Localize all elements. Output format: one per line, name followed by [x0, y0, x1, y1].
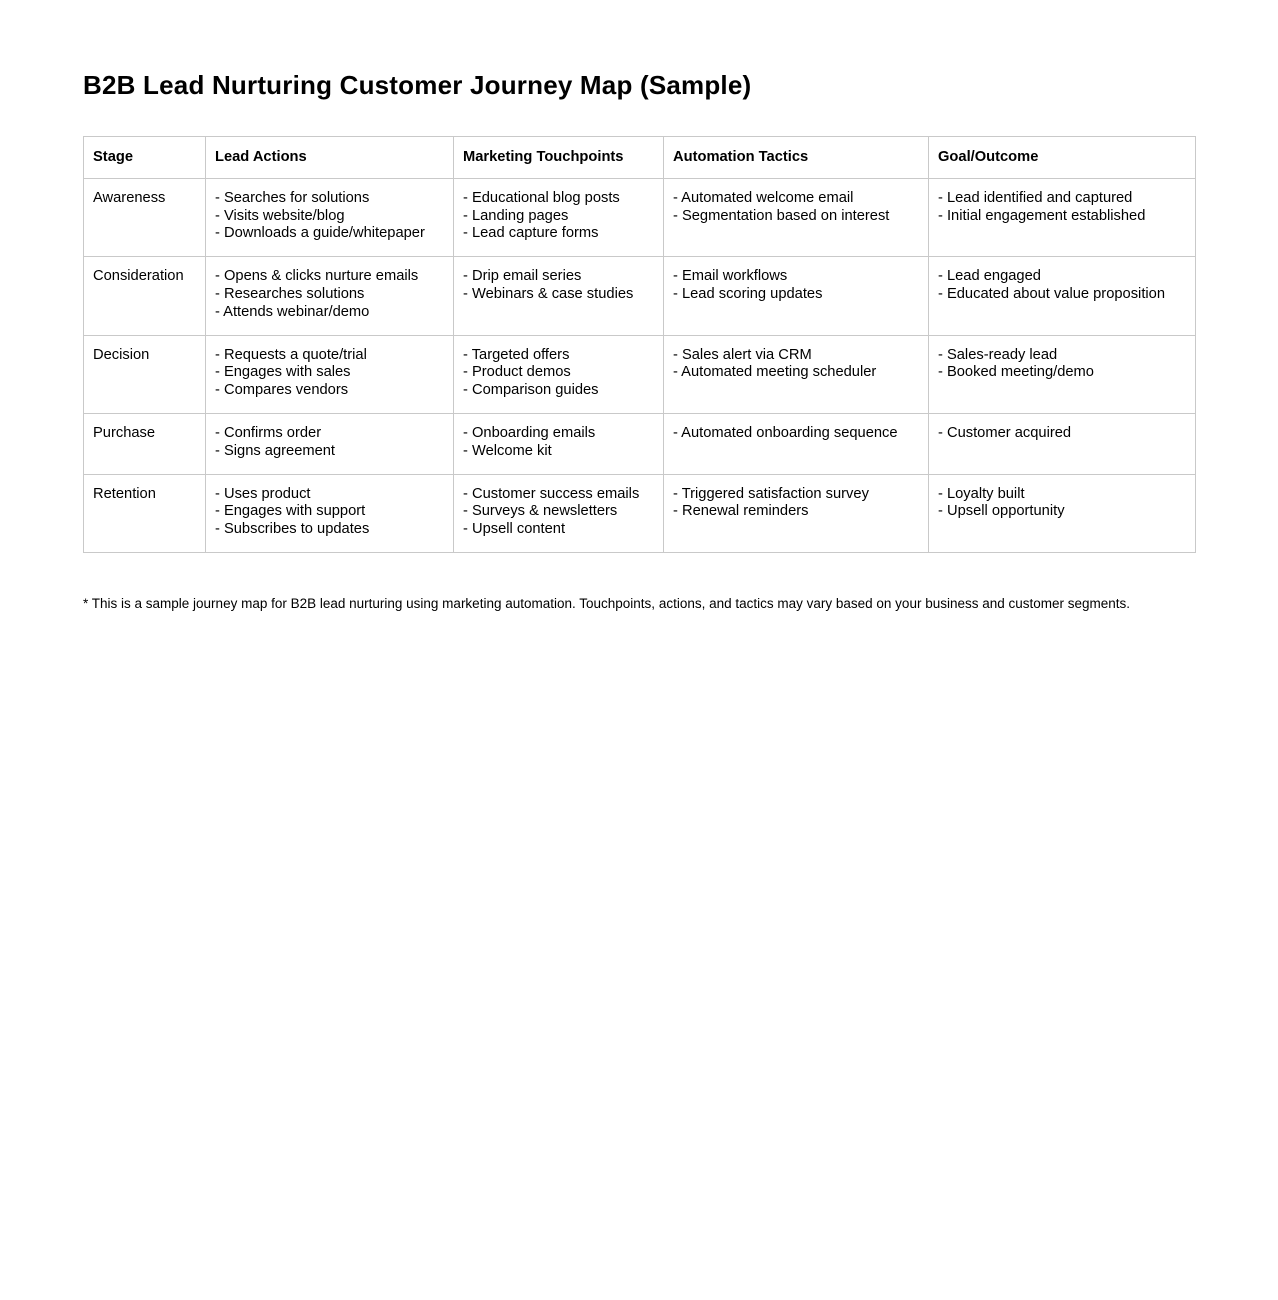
table-header: Stage Lead Actions Marketing Touchpoints… [83, 136, 1196, 179]
bullet-item: - Attends webinar/demo [215, 303, 370, 320]
bullet-item: - Downloads a guide/whitepaper [215, 225, 425, 242]
bullet-item: - Customer success emails [463, 485, 640, 502]
marketing-touchpoints-cell: - Onboarding emails- Welcome kit [453, 412, 664, 475]
page-title: B2B Lead Nurturing Customer Journey Map … [83, 70, 752, 100]
column-header-marketing-touchpoints: Marketing Touchpoints [453, 136, 664, 179]
automation-tactics-cell: - Triggered satisfaction survey- Renewal… [663, 473, 929, 553]
bullet-item: - Upsell content [463, 521, 566, 538]
goal-outcome-cell: - Lead identified and captured- Initial … [928, 177, 1196, 258]
bullet-item: - Surveys & newsletters [463, 503, 618, 520]
automation-tactics-cell: - Sales alert via CRM- Automated meeting… [663, 334, 929, 414]
table-row: Decision- Requests a quote/trial- Engage… [83, 334, 1196, 414]
lead-actions-cell: - Searches for solutions- Visits website… [205, 177, 454, 258]
bullet-item: - Drip email series [463, 268, 582, 285]
lead-actions-cell: - Opens & clicks nurture emails- Researc… [205, 256, 454, 336]
stage-cell: Awareness [83, 177, 206, 258]
bullet-item: - Automated welcome email [673, 189, 854, 206]
bullet-item: - Upsell opportunity [938, 503, 1065, 520]
bullet-item: - Triggered satisfaction survey [673, 485, 869, 502]
bullet-item: - Landing pages [463, 207, 569, 224]
bullet-item: - Researches solutions [215, 285, 365, 302]
bullet-item: - Automated onboarding sequence [673, 424, 898, 441]
bullet-item: - Uses product [215, 485, 311, 502]
bullet-item: - Booked meeting/demo [938, 364, 1094, 381]
journey-map-table: Stage Lead Actions Marketing Touchpoints… [83, 136, 1196, 553]
bullet-item: - Lead engaged [938, 268, 1041, 285]
stage-cell: Retention [83, 473, 206, 553]
stage-cell: Decision [83, 334, 206, 414]
marketing-touchpoints-cell: - Drip email series- Webinars & case stu… [453, 256, 664, 336]
bullet-item: - Searches for solutions [215, 189, 370, 206]
bullet-item: - Lead capture forms [463, 225, 599, 242]
column-header-goal-outcome: Goal/Outcome [928, 136, 1196, 179]
bullet-item: - Customer acquired [938, 424, 1072, 441]
bullet-item: - Comparison guides [463, 382, 599, 399]
bullet-item: - Automated meeting scheduler [673, 364, 877, 381]
table-row: Awareness- Searches for solutions- Visit… [83, 177, 1196, 258]
bullet-item: - Educated about value proposition [938, 285, 1165, 302]
automation-tactics-cell: - Automated onboarding sequence [663, 412, 929, 475]
goal-outcome-cell: - Sales-ready lead- Booked meeting/demo [928, 334, 1196, 414]
marketing-touchpoints-cell: - Educational blog posts- Landing pages-… [453, 177, 664, 258]
marketing-touchpoints-cell: - Customer success emails- Surveys & new… [453, 473, 664, 553]
bullet-item: - Engages with sales [215, 364, 351, 381]
table-row: Consideration- Opens & clicks nurture em… [83, 256, 1196, 336]
goal-outcome-cell: - Loyalty built- Upsell opportunity [928, 473, 1196, 553]
stage-cell: Purchase [83, 412, 206, 475]
column-header-stage: Stage [83, 136, 206, 179]
bullet-item: - Compares vendors [215, 382, 349, 399]
bullet-item: - Signs agreement [215, 442, 336, 459]
column-header-lead-actions: Lead Actions [205, 136, 454, 179]
bullet-item: - Educational blog posts [463, 189, 620, 206]
journey-table-body: Awareness- Searches for solutions- Visit… [83, 177, 1196, 553]
bullet-item: - Lead identified and captured [938, 189, 1133, 206]
bullet-item: - Initial engagement established [938, 207, 1146, 224]
bullet-item: - Loyalty built [938, 485, 1025, 502]
bullet-item: - Opens & clicks nurture emails [215, 268, 419, 285]
column-header-automation-tactics: Automation Tactics [663, 136, 929, 179]
bullet-item: - Product demos [463, 364, 571, 381]
automation-tactics-cell: - Automated welcome email- Segmentation … [663, 177, 929, 258]
bullet-item: - Renewal reminders [673, 503, 809, 520]
bullet-item: - Sales-ready lead [938, 346, 1058, 363]
bullet-item: - Welcome kit [463, 442, 552, 459]
bullet-item: - Engages with support [215, 503, 366, 520]
bullet-item: - Requests a quote/trial [215, 346, 367, 363]
bullet-item: - Subscribes to updates [215, 521, 370, 538]
bullet-item: - Sales alert via CRM [673, 346, 812, 363]
stage-cell: Consideration [83, 256, 206, 336]
lead-actions-cell: - Confirms order- Signs agreement [205, 412, 454, 475]
table-row: Purchase- Confirms order- Signs agreemen… [83, 412, 1196, 475]
marketing-touchpoints-cell: - Targeted offers- Product demos- Compar… [453, 334, 664, 414]
table-row: Retention- Uses product- Engages with su… [83, 473, 1196, 553]
goal-outcome-cell: - Lead engaged- Educated about value pro… [928, 256, 1196, 336]
bullet-item: - Email workflows [673, 268, 788, 285]
header-row: Stage Lead Actions Marketing Touchpoints… [83, 136, 1196, 179]
bullet-item: - Visits website/blog [215, 207, 345, 224]
bullet-item: - Segmentation based on interest [673, 207, 890, 224]
lead-actions-cell: - Requests a quote/trial- Engages with s… [205, 334, 454, 414]
bullet-item: - Webinars & case studies [463, 285, 634, 302]
footnote: * This is a sample journey map for B2B l… [83, 595, 1131, 611]
lead-actions-cell: - Uses product- Engages with support- Su… [205, 473, 454, 553]
bullet-item: - Targeted offers [463, 346, 570, 363]
goal-outcome-cell: - Customer acquired [928, 412, 1196, 475]
bullet-item: - Lead scoring updates [673, 285, 823, 302]
bullet-item: - Confirms order [215, 424, 322, 441]
bullet-item: - Onboarding emails [463, 424, 596, 441]
automation-tactics-cell: - Email workflows- Lead scoring updates [663, 256, 929, 336]
